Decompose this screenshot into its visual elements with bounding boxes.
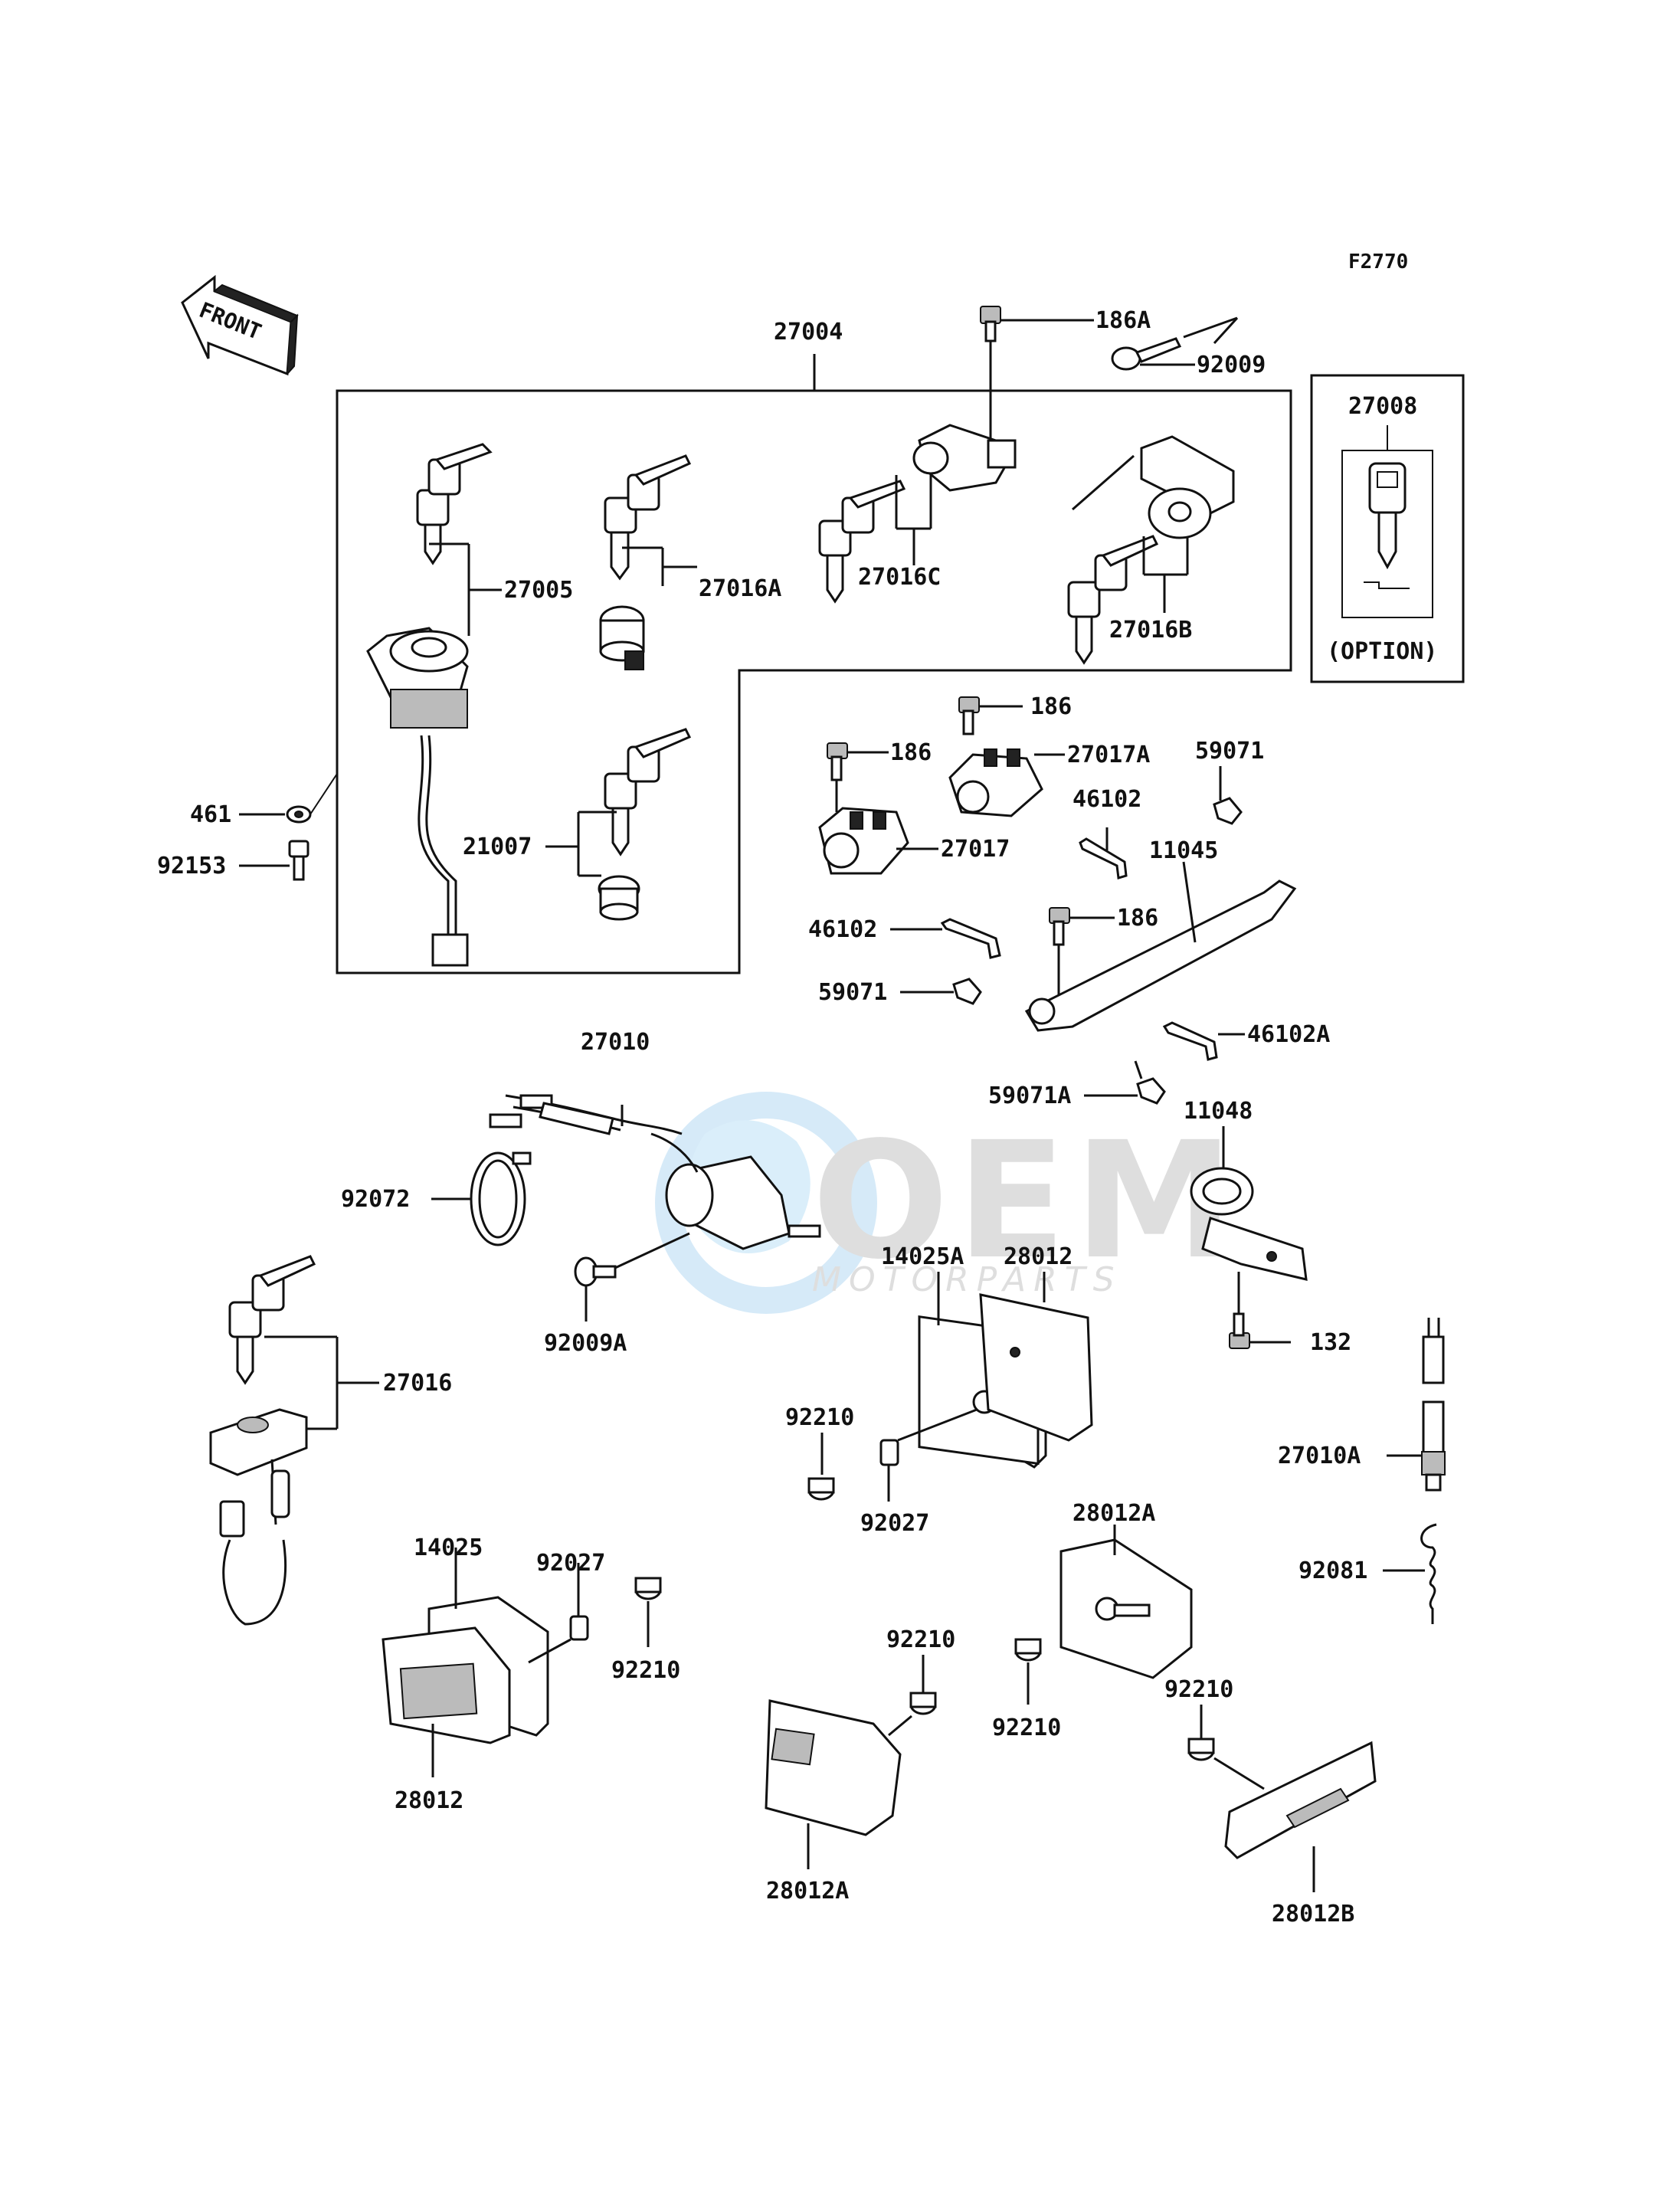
spacer-92027-a (879, 1408, 978, 1502)
bolt-92153 (239, 840, 309, 881)
wire-46102A (1162, 1021, 1245, 1061)
nut-92210-d (1014, 1638, 1042, 1705)
watermark-sub: MOTORPARTS (812, 1260, 1122, 1299)
reflector-28012-a (979, 1272, 1093, 1442)
fuel-cap-lock-21007 (545, 728, 692, 921)
label-46102-b: 46102 (808, 916, 877, 943)
switch-27010 (489, 1094, 821, 1250)
label-27008: 27008 (1348, 393, 1417, 420)
label-11045: 11045 (1149, 837, 1218, 864)
nut-92210-c (888, 1655, 937, 1737)
label-46102-a: 46102 (1073, 786, 1141, 813)
label-186-a: 186 (1030, 693, 1072, 720)
label-92210-e: 92210 (1164, 1676, 1233, 1703)
lock-27016B (1067, 435, 1235, 665)
label-92081: 92081 (1298, 1557, 1367, 1584)
bolt-186A (980, 306, 1094, 342)
screw-92009 (1111, 316, 1239, 371)
nut-92210-e (1187, 1705, 1265, 1790)
clip-59071-b (900, 978, 982, 1005)
label-27016B: 27016B (1109, 617, 1192, 644)
label-59071A: 59071A (988, 1082, 1071, 1109)
label-92210-d: 92210 (992, 1715, 1061, 1741)
bracket-11048 (1190, 1126, 1308, 1281)
bracket-11045 (1024, 861, 1297, 1032)
wire-46102-a (1079, 827, 1128, 879)
label-92153: 92153 (157, 853, 226, 879)
label-11048: 11048 (1184, 1098, 1253, 1125)
screw-92009A (574, 1232, 690, 1322)
label-27010A: 27010A (1278, 1443, 1361, 1469)
label-92027-b: 92027 (536, 1550, 605, 1577)
label-27016C: 27016C (858, 564, 941, 591)
label-28012A-b: 28012A (766, 1878, 849, 1905)
label-132: 132 (1310, 1329, 1351, 1356)
kit-frame-27004 (336, 354, 1292, 974)
label-92027-a: 92027 (860, 1510, 929, 1537)
spacer-92027-b (528, 1563, 589, 1664)
label-27004: 27004 (774, 319, 843, 346)
label-46102A: 46102A (1247, 1021, 1330, 1048)
band-92072 (431, 1151, 532, 1246)
label-28012B: 28012B (1272, 1901, 1354, 1928)
label-92072: 92072 (341, 1186, 410, 1213)
label-28012-b: 28012 (395, 1787, 463, 1814)
label-186-b: 186 (890, 739, 932, 766)
label-186-c: 186 (1117, 905, 1158, 932)
reflector-28012A-a (1059, 1525, 1193, 1679)
label-92210-b: 92210 (611, 1657, 680, 1684)
label-28012A-a: 28012A (1073, 1500, 1155, 1527)
figure-code: F2770 (1348, 251, 1408, 273)
bolt-132 (1229, 1272, 1291, 1349)
label-21007: 21007 (463, 834, 532, 860)
label-92210-a: 92210 (785, 1404, 854, 1431)
front-arrow-icon: FRONT (181, 274, 299, 376)
reflector-28012B (1224, 1741, 1377, 1892)
sensor-27010A (1387, 1318, 1446, 1492)
seat-lock-27016A (599, 454, 697, 670)
label-92009: 92009 (1197, 352, 1266, 378)
label-59071-a: 59071 (1195, 738, 1264, 765)
label-27005: 27005 (504, 577, 573, 604)
label-27010: 27010 (581, 1029, 650, 1056)
watermark-brand: OEM (812, 1107, 1242, 1295)
holder-27017A (948, 696, 1065, 817)
label-14025: 14025 (414, 1534, 483, 1561)
wire-46102-b (890, 918, 1001, 959)
option-box-27008 (1310, 374, 1465, 683)
reflector-28012-b (382, 1626, 511, 1777)
label-27017: 27017 (941, 836, 1010, 863)
label-59071-b: 59071 (818, 979, 887, 1006)
ignition-switch-27005 (366, 443, 502, 967)
label-14025A: 14025A (881, 1243, 964, 1270)
label-92009A: 92009A (544, 1330, 627, 1357)
label-27016A: 27016A (699, 575, 781, 602)
label-27016: 27016 (383, 1370, 452, 1397)
label-option: (OPTION) (1327, 638, 1438, 665)
holder-27017 (818, 742, 938, 875)
washer-461 (239, 773, 338, 824)
spring-92081 (1383, 1523, 1437, 1624)
nut-92210-a (807, 1433, 835, 1501)
clip-59071-a (1213, 766, 1243, 825)
label-28012-a: 28012 (1004, 1243, 1073, 1270)
label-92210-c: 92210 (886, 1626, 955, 1653)
label-186A: 186A (1095, 307, 1151, 334)
label-27017A: 27017A (1067, 742, 1150, 768)
lock-27016 (209, 1255, 379, 1626)
lock-27016C (818, 334, 1017, 604)
nut-92210-b (634, 1577, 662, 1647)
reflector-28012A-b (765, 1699, 902, 1869)
label-461: 461 (190, 801, 231, 828)
clip-59071A (1084, 1060, 1166, 1105)
